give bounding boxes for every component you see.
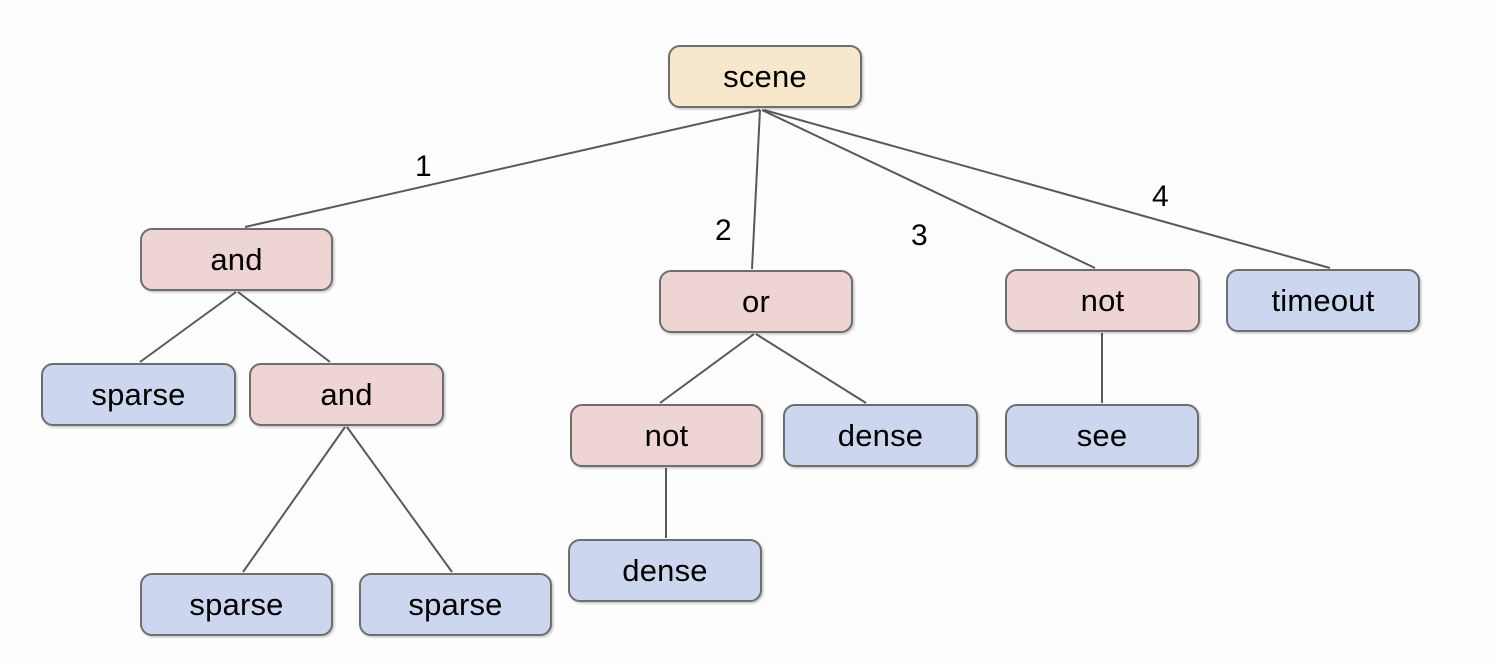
tree-node-label: dense [622, 553, 708, 588]
tree-node-label: dense [837, 418, 924, 453]
tree-node-label: not [644, 418, 689, 453]
tree-node-or1[interactable]: or [659, 270, 853, 333]
edge-label-3: 3 [911, 219, 928, 252]
tree-node-label: sparse [189, 587, 284, 622]
tree-edge [763, 109, 1331, 269]
tree-node-label: and [320, 377, 373, 412]
edge-label-4: 4 [1152, 180, 1169, 213]
tree-node-sparse3[interactable]: sparse [359, 573, 552, 636]
tree-edge [242, 426, 346, 573]
tree-edge [659, 333, 755, 404]
tree-node-scene[interactable]: scene [668, 45, 862, 108]
edge-label-2: 2 [715, 214, 732, 247]
tree-node-label: sparse [91, 377, 186, 412]
tree-edge [761, 109, 1096, 269]
tree-node-and2[interactable]: and [249, 363, 444, 426]
tree-node-timeout1[interactable]: timeout [1226, 269, 1420, 332]
tree-node-not1[interactable]: not [570, 404, 763, 467]
tree-edge [244, 109, 761, 228]
tree-node-see1[interactable]: see [1005, 404, 1199, 467]
tree-edge [755, 333, 867, 404]
tree-node-sparse1[interactable]: sparse [41, 363, 236, 426]
tree-node-label: or [742, 284, 770, 319]
tree-node-label: timeout [1271, 283, 1375, 318]
tree-node-and1[interactable]: and [140, 228, 333, 291]
tree-edge [237, 291, 331, 363]
tree-node-label: not [1080, 283, 1125, 318]
tree-node-label: see [1076, 418, 1128, 453]
tree-node-label: sparse [408, 587, 503, 622]
tree-node-label: and [210, 242, 263, 277]
tree-node-not2[interactable]: not [1005, 269, 1200, 332]
tree-edge [751, 109, 761, 270]
tree-node-dense1[interactable]: dense [783, 404, 978, 467]
tree-node-label: scene [723, 59, 807, 94]
tree-node-sparse2[interactable]: sparse [140, 573, 333, 636]
tree-node-dense2[interactable]: dense [568, 539, 762, 602]
tree-edge [139, 291, 237, 363]
tree-edge [346, 426, 453, 573]
edge-label-1: 1 [415, 150, 432, 183]
